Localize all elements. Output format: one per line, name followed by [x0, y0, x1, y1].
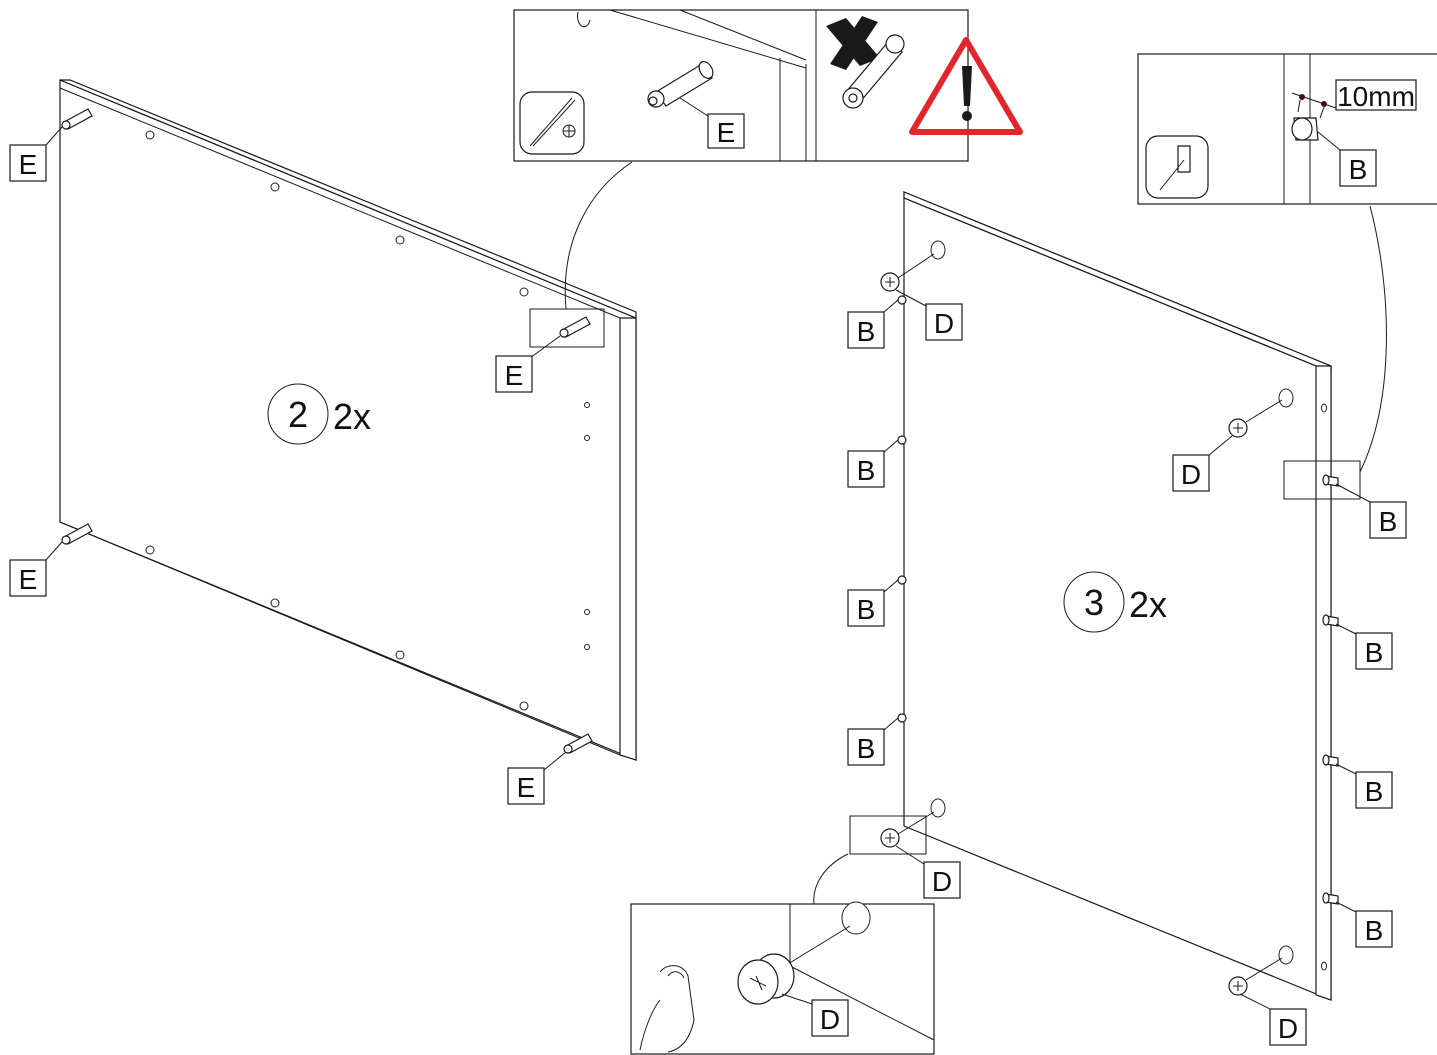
- detail-dowel-e: E: [513, 9, 1023, 162]
- svg-text:E: E: [717, 117, 736, 148]
- dowel-wrong-detail: [842, 34, 905, 109]
- svg-text:2x: 2x: [333, 396, 371, 437]
- label-b: B: [1355, 910, 1393, 948]
- detail-cam-lock-d: D: [630, 901, 935, 1055]
- label-d: D: [923, 861, 961, 899]
- label-b: B: [1369, 501, 1407, 539]
- svg-text:D: D: [932, 866, 952, 897]
- warning-icon: [909, 37, 1023, 135]
- svg-text:B: B: [857, 455, 876, 486]
- svg-text:B: B: [857, 594, 876, 625]
- label-b: B: [847, 728, 885, 766]
- svg-text:B: B: [1365, 637, 1384, 668]
- dowel-e-detail: [647, 61, 714, 108]
- label-e: E: [707, 113, 745, 149]
- svg-text:B: B: [1365, 915, 1384, 946]
- dowel-e-top-right: [559, 316, 591, 338]
- dowel-e-bottom-right: [563, 733, 593, 754]
- svg-text:D: D: [1278, 1013, 1298, 1044]
- label-b: B: [1355, 632, 1393, 670]
- thumb-press-icon: [639, 965, 695, 1053]
- label-b: B: [847, 450, 885, 488]
- svg-text:10mm: 10mm: [1337, 81, 1415, 112]
- callout-line: [564, 161, 633, 310]
- label-d: D: [925, 303, 963, 341]
- cam-lock-d: [880, 253, 935, 292]
- dowel-e-top-left: [61, 108, 93, 130]
- svg-text:D: D: [1181, 459, 1201, 490]
- panel-3: B B B B B B B B D D D D 3 2x: [847, 191, 1407, 1046]
- svg-text:E: E: [517, 772, 536, 803]
- label-d: D: [1172, 454, 1210, 492]
- panel-2: E E E E 2 2x: [9, 79, 637, 805]
- svg-text:B: B: [1379, 506, 1398, 537]
- callout-line: [1359, 205, 1387, 473]
- dowel-b: [1322, 754, 1339, 767]
- label-b: B: [847, 589, 885, 627]
- label-e: E: [507, 767, 545, 805]
- svg-text:D: D: [934, 308, 954, 339]
- cam-lock-d: [880, 811, 935, 848]
- svg-text:2: 2: [288, 394, 308, 435]
- dowel-b: [1322, 474, 1339, 487]
- label-d: D: [1269, 1008, 1307, 1046]
- svg-text:2x: 2x: [1129, 584, 1167, 625]
- detail-dowel-b: B 10mm: [1137, 53, 1437, 205]
- hammer-icon: [1145, 135, 1209, 199]
- svg-text:D: D: [820, 1004, 840, 1035]
- svg-text:E: E: [505, 360, 524, 391]
- label-b: B: [1339, 149, 1377, 187]
- label-e: E: [9, 559, 47, 597]
- cam-lock-d: [1228, 399, 1283, 438]
- label-b: B: [1355, 771, 1393, 809]
- label-e: E: [495, 355, 533, 393]
- measurement-label: 10mm: [1335, 79, 1417, 112]
- label-b: B: [847, 311, 885, 349]
- svg-text:B: B: [857, 733, 876, 764]
- cam-lock-d: [1228, 957, 1283, 996]
- no-cross-icon: [826, 16, 880, 70]
- screwdriver-icon: [519, 91, 585, 155]
- panel-3-number: 3 2x: [1063, 571, 1167, 633]
- svg-text:E: E: [19, 149, 38, 180]
- callout-line: [813, 853, 849, 905]
- svg-text:B: B: [1365, 776, 1384, 807]
- dowel-b: [1322, 614, 1339, 627]
- svg-text:B: B: [1349, 154, 1368, 185]
- cam-lock-d-detail: [737, 953, 795, 1005]
- svg-text:B: B: [857, 316, 876, 347]
- dowel-b-detail: [1291, 117, 1319, 141]
- dowel-b: [1322, 892, 1339, 905]
- svg-text:E: E: [19, 564, 38, 595]
- label-e: E: [9, 144, 47, 182]
- svg-text:3: 3: [1084, 582, 1104, 623]
- label-d: D: [811, 999, 849, 1037]
- dowel-e-bottom-left: [61, 523, 93, 545]
- panel-2-number: 2 2x: [267, 383, 371, 445]
